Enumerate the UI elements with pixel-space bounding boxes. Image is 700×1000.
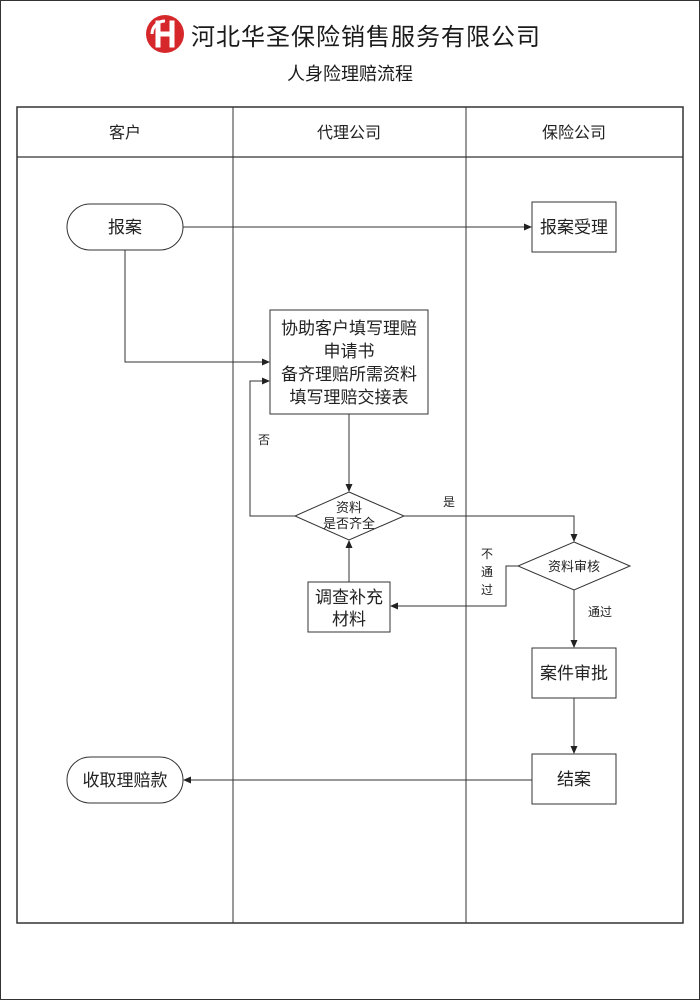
node-label: 案件审批 [540, 664, 608, 684]
company-brand: 河北华圣保险销售服务有限公司 [145, 14, 541, 54]
document-title: 人身险理赔流程 [287, 64, 413, 85]
edge-label-fail-char: 通 [481, 565, 493, 579]
node-docs-complete-decision[interactable]: 资料 是否齐全 [293, 491, 406, 541]
edge-label-fail-char: 过 [481, 583, 493, 597]
node-receive-payment[interactable]: 收取理赔款 [66, 756, 184, 804]
node-label: 填写理赔交接表 [290, 388, 409, 408]
edge-label-fail: 不 通 过 [481, 547, 493, 597]
node-report-case[interactable]: 报案 [66, 203, 184, 251]
node-assist-customer[interactable]: 协助客户填写理赔 申请书 备齐理赔所需资料 填写理赔交接表 [269, 309, 429, 415]
node-label: 协助客户填写理赔 [281, 319, 417, 339]
company-logo-icon [146, 15, 184, 53]
edge-check-no-to-assist [249, 377, 295, 517]
node-label: 资料审核 [548, 560, 600, 575]
node-investigate[interactable]: 调查补充 材料 [307, 581, 391, 633]
node-label: 报案受理 [540, 218, 608, 238]
node-label: 申请书 [324, 342, 375, 362]
lane-header-insurer: 保险公司 [542, 123, 606, 142]
lane-header-customer: 客户 [109, 123, 141, 142]
edge-label-no: 否 [258, 433, 270, 447]
lane-header-agency: 代理公司 [317, 123, 381, 142]
edge-label-fail-char: 不 [481, 547, 493, 561]
node-accept-report[interactable]: 报案受理 [531, 201, 617, 253]
node-label: 材料 [332, 610, 366, 630]
node-case-approval[interactable]: 案件审批 [531, 647, 617, 699]
node-close-case[interactable]: 结案 [531, 753, 617, 805]
node-label: 调查补充 [315, 588, 383, 608]
edge-review-fail-to-investigate [390, 565, 518, 610]
node-label: 是否齐全 [323, 516, 375, 532]
node-label: 资料 [336, 501, 362, 516]
edge-report-to-assist [124, 250, 270, 366]
edge-check-yes-to-review [404, 515, 578, 542]
node-label: 收取理赔款 [83, 771, 168, 791]
node-docs-review-decision[interactable]: 资料审核 [516, 541, 632, 591]
lane-table-border [16, 106, 684, 924]
node-label: 备齐理赔所需资料 [281, 365, 417, 385]
node-label: 报案 [108, 218, 142, 238]
node-label: 结案 [557, 770, 591, 790]
edge-label-pass: 通过 [588, 605, 612, 619]
edge-label-yes: 是 [443, 495, 455, 509]
swimlane-table [16, 106, 684, 924]
company-name: 河北华圣保险销售服务有限公司 [191, 22, 541, 51]
page-header: 河北华圣保险销售服务有限公司 人身险理赔流程 [0, 0, 700, 100]
